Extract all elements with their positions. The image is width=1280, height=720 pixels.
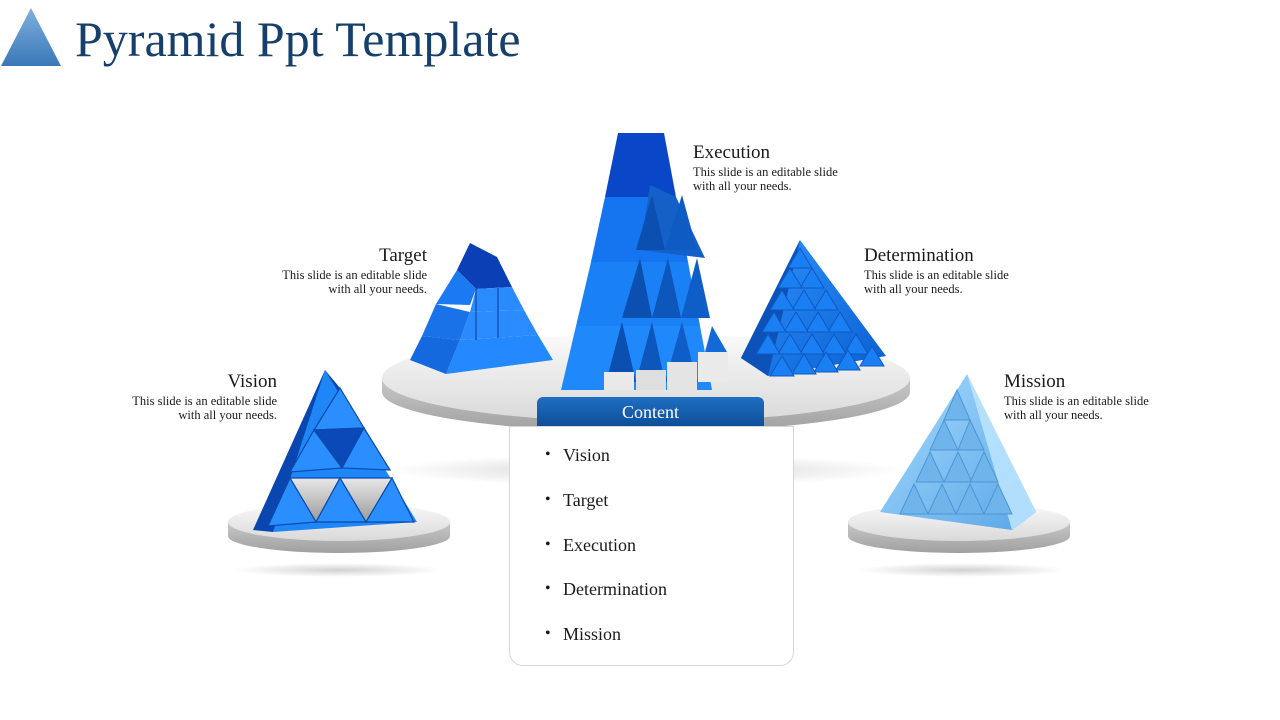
content-item-vision: Vision [545, 439, 793, 484]
determination-pyramid [741, 240, 886, 377]
content-item-mission: Mission [545, 618, 793, 663]
execution-callout-description: This slide is an editable slide with all… [693, 165, 838, 193]
content-list: Vision Target Execution Determination Mi… [510, 427, 793, 663]
target-callout: Target This slide is an editable slide w… [277, 245, 427, 296]
content-panel-heading: Content [537, 397, 764, 427]
vision-callout-description: This slide is an editable slide with all… [132, 394, 277, 422]
triangle-logo-icon [1, 8, 61, 66]
slide-title: Pyramid Ppt Template [75, 11, 521, 67]
content-panel: Vision Target Execution Determination Mi… [509, 426, 794, 666]
mission-callout-title: Mission [1004, 371, 1066, 392]
vision-pyramid [253, 370, 417, 532]
mission-pyramid [880, 374, 1036, 530]
mission-callout: Mission This slide is an editable slide … [1004, 371, 1154, 422]
content-item-determination: Determination [545, 573, 793, 618]
execution-callout-title: Execution [693, 142, 771, 163]
determination-callout-title: Determination [864, 245, 974, 266]
content-item-execution: Execution [545, 529, 793, 574]
execution-pyramid [561, 133, 728, 390]
vision-callout-title: Vision [227, 371, 277, 392]
execution-callout: Execution This slide is an editable slid… [693, 142, 843, 193]
target-callout-description: This slide is an editable slide with all… [282, 268, 427, 296]
determination-callout-description: This slide is an editable slide with all… [864, 268, 1009, 296]
target-callout-title: Target [379, 245, 427, 266]
vision-callout: Vision This slide is an editable slide w… [127, 371, 277, 422]
target-pyramid [410, 243, 553, 374]
mission-callout-description: This slide is an editable slide with all… [1004, 394, 1149, 422]
determination-callout: Determination This slide is an editable … [864, 245, 1014, 296]
content-item-target: Target [545, 484, 793, 529]
